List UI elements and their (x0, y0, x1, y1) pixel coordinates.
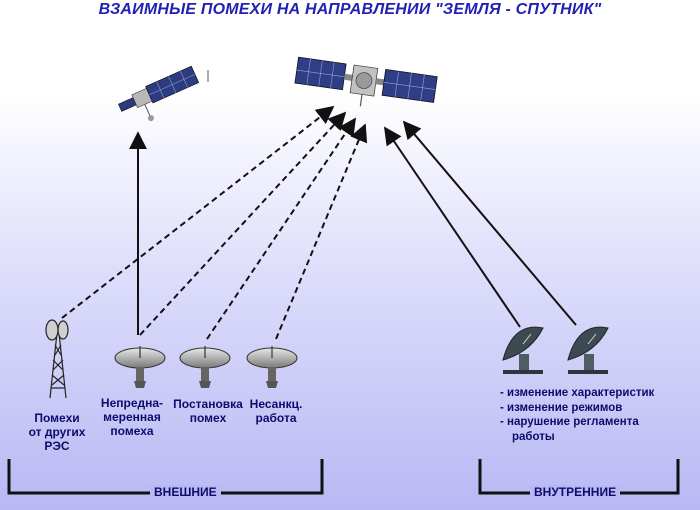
main-satellite-icon (294, 56, 438, 107)
internal-cause-item: - нарушение регламента (500, 416, 639, 428)
internal-cause-item: работы (512, 430, 555, 443)
arrow-internal-2 (402, 120, 577, 326)
signal-arrows (61, 105, 577, 340)
small-satellite-icon (118, 65, 209, 122)
earth-station-1-icon (502, 326, 544, 374)
arrow-internal-1 (383, 126, 521, 328)
label-unauthorized: Несанкц. работа (249, 397, 303, 425)
arrow-jamming (206, 117, 357, 340)
earth-station-2-icon (567, 326, 609, 374)
label-jamming: Постановка помех (173, 397, 243, 425)
label-unintended: Непредна- меренная помеха (100, 396, 164, 438)
dish-antenna-unauthorized-icon (246, 346, 298, 388)
dish-antenna-jamming-icon (179, 346, 231, 388)
arrow-other-res (61, 105, 335, 319)
external-group-label: ВНЕШНИЕ (150, 485, 221, 499)
radio-tower-icon (45, 319, 69, 399)
arrow-unauthorized (275, 123, 368, 340)
arrow-unintended-to-main-satellite (139, 111, 347, 336)
internal-cause-item: - изменение характеристик (500, 387, 655, 399)
diagram-title: ВЗАИМНЫЕ ПОМЕХИ НА НАПРАВЛЕНИИ "ЗЕМЛЯ - … (98, 1, 602, 18)
internal-causes-list: - изменение характеристик - изменение ре… (500, 386, 654, 444)
label-other-res: Помехи от других РЭС (28, 411, 86, 453)
dish-antenna-unintended-icon (114, 346, 166, 388)
internal-group-label: ВНУТРЕННИЕ (530, 485, 621, 499)
internal-cause-item: - изменение режимов (500, 401, 623, 414)
